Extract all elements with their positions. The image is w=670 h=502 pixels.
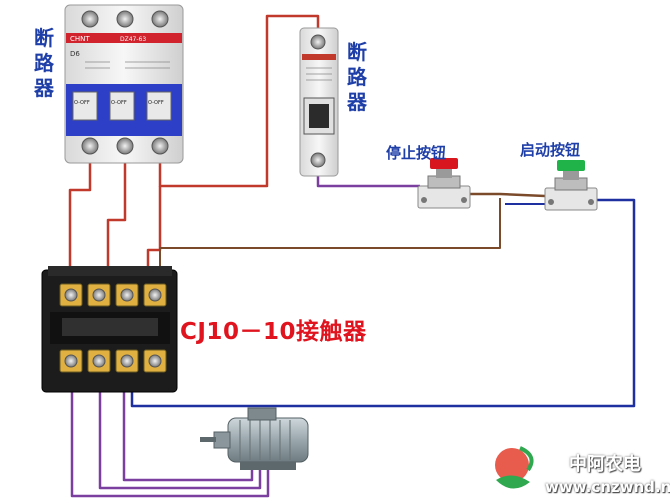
terminal-screw <box>64 354 78 368</box>
lever-label: O-OFF <box>148 100 164 106</box>
screw <box>116 137 134 155</box>
wire-coil <box>130 198 636 408</box>
breaker-lever <box>146 91 172 121</box>
lever-label: O-OFF <box>111 100 127 106</box>
wire-ctrl-2 <box>470 192 546 198</box>
watermark-name: 中阿农电 <box>569 454 641 475</box>
screw <box>310 34 326 50</box>
contactor <box>41 266 178 393</box>
start-button-label: 启动按钮 <box>520 141 581 159</box>
wire-ctrl-1 <box>316 172 420 188</box>
terminal-screw <box>148 354 162 368</box>
label-char: 路 <box>347 65 367 89</box>
breaker-model: DZ47-63 <box>120 36 146 43</box>
wire-t1 <box>70 380 270 498</box>
wire-l1 <box>68 160 92 292</box>
wire-ctrl-3 <box>159 198 501 292</box>
terminal-screw <box>120 288 134 302</box>
wire-l3 <box>158 14 320 188</box>
breaker-lever <box>72 91 98 121</box>
wires <box>68 14 636 498</box>
terminal-screw <box>64 288 78 302</box>
breaker-right-label: 断 路 器 <box>346 40 368 115</box>
wire-l2 <box>106 160 127 292</box>
wire-t2 <box>98 380 262 490</box>
breaker-lever <box>109 91 135 121</box>
screw <box>151 10 169 28</box>
wire-t3 <box>122 380 254 482</box>
watermark-site: www.cnzwnd.net <box>545 478 670 496</box>
terminal-screw <box>120 354 134 368</box>
breaker-brand: CHNT <box>70 35 90 43</box>
breaker-3p: CHNT DZ47-63 D6 O-OFF O-OFF O-OFF <box>64 4 184 164</box>
terminal-screw <box>92 354 106 368</box>
screw <box>116 10 134 28</box>
label-char: 器 <box>347 90 367 114</box>
watermark-logo <box>488 440 670 502</box>
motor <box>200 407 309 470</box>
lever-label: O-OFF <box>74 100 90 106</box>
label-char: 断 <box>347 40 367 64</box>
stop-button <box>417 158 471 209</box>
breaker-left-label: 断 路 器 <box>33 26 55 101</box>
label-char: 器 <box>34 76 54 100</box>
label-char: 路 <box>34 51 54 75</box>
stop-button-label: 停止按钮 <box>386 144 447 162</box>
breaker-rating: D6 <box>70 50 80 58</box>
start-button <box>544 160 598 211</box>
label-char: 断 <box>34 26 54 50</box>
screw <box>81 10 99 28</box>
terminal-screw <box>148 288 162 302</box>
screw <box>151 137 169 155</box>
screw <box>81 137 99 155</box>
terminal-screw <box>92 288 106 302</box>
screw <box>310 152 326 168</box>
breaker-1p <box>299 27 339 177</box>
contactor-label: CJ10－10接触器 <box>180 319 367 345</box>
